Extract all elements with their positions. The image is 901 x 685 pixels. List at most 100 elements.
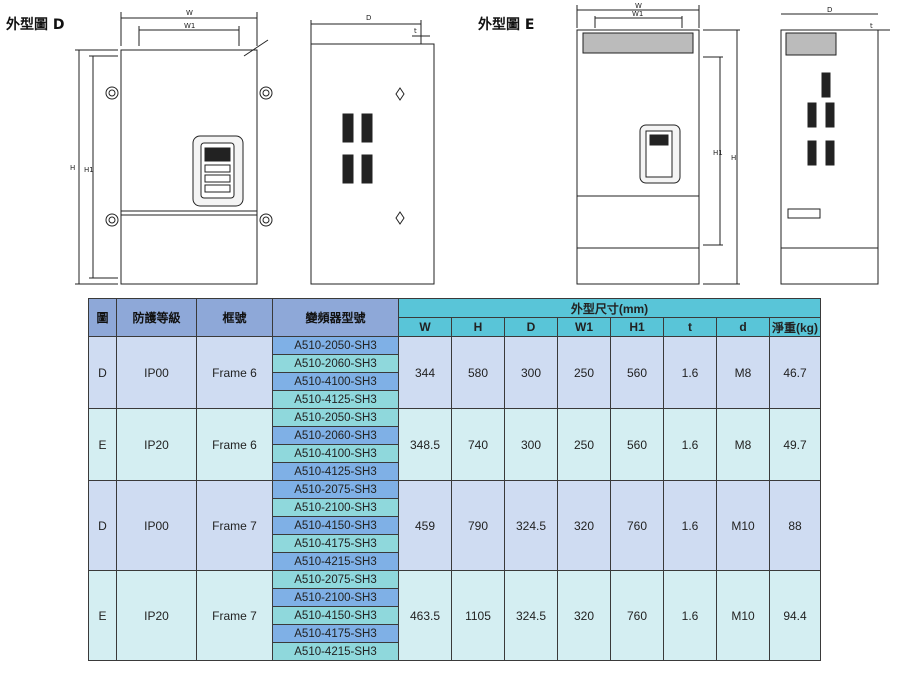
table-row: A510-4150-SH3 bbox=[89, 606, 821, 625]
cell-weight: 49.7 bbox=[769, 408, 821, 481]
figure-d-side-view: D t bbox=[310, 14, 435, 285]
figure-e-front-view: W W1 H H1 bbox=[576, 2, 740, 285]
cell-d: M10 bbox=[716, 480, 770, 571]
cell-protection: IP00 bbox=[116, 480, 197, 571]
cell-frame: Frame 7 bbox=[196, 570, 273, 661]
header-frame: 框號 bbox=[196, 298, 273, 337]
table-row: A510-4175-SH3 bbox=[89, 534, 821, 553]
cell-w1: 320 bbox=[557, 570, 611, 661]
cell-fig: E bbox=[88, 408, 117, 481]
svg-text:H1: H1 bbox=[713, 149, 723, 157]
cell-model: A510-4150-SH3 bbox=[272, 606, 399, 625]
cell-weight: 94.4 bbox=[769, 570, 821, 661]
svg-text:D: D bbox=[827, 6, 832, 14]
header-w1: W1 bbox=[557, 317, 611, 337]
svg-text:H: H bbox=[70, 164, 75, 172]
header-protection: 防護等級 bbox=[116, 298, 197, 337]
cell-model: A510-4125-SH3 bbox=[272, 390, 399, 409]
cell-model: A510-4175-SH3 bbox=[272, 624, 399, 643]
header-model: 變頻器型號 bbox=[272, 298, 399, 337]
cell-model: A510-2060-SH3 bbox=[272, 354, 399, 373]
cell-w: 344 bbox=[398, 336, 452, 409]
cell-model: A510-2100-SH3 bbox=[272, 498, 399, 517]
cell-w: 348.5 bbox=[398, 408, 452, 481]
cell-d: 324.5 bbox=[504, 480, 558, 571]
cell-model: A510-4125-SH3 bbox=[272, 462, 399, 481]
header-t: t bbox=[663, 317, 717, 337]
cell-protection: IP20 bbox=[116, 408, 197, 481]
cell-frame: Frame 7 bbox=[196, 480, 273, 571]
cell-model: A510-2060-SH3 bbox=[272, 426, 399, 445]
cell-model: A510-2100-SH3 bbox=[272, 588, 399, 607]
cell-model: A510-4100-SH3 bbox=[272, 444, 399, 463]
cell-t: 1.6 bbox=[663, 336, 717, 409]
cell-d: M8 bbox=[716, 336, 770, 409]
cell-h1: 760 bbox=[610, 480, 664, 571]
svg-text:W: W bbox=[186, 9, 193, 17]
table-row: A510-2100-SH3 bbox=[89, 588, 821, 607]
table-row: A510-4175-SH3 bbox=[89, 624, 821, 643]
cell-t: 1.6 bbox=[663, 480, 717, 571]
svg-text:W1: W1 bbox=[184, 22, 195, 30]
table-row: A510-4215-SH3 bbox=[89, 552, 821, 571]
cell-d: M8 bbox=[716, 408, 770, 481]
header-weight: 淨重(kg) bbox=[769, 317, 821, 337]
cell-frame: Frame 6 bbox=[196, 408, 273, 481]
table-row: A510-4125-SH3 bbox=[89, 462, 821, 481]
cell-model: A510-4175-SH3 bbox=[272, 534, 399, 553]
cell-h: 740 bbox=[451, 408, 505, 481]
cell-fig: D bbox=[88, 336, 117, 409]
cell-d: 300 bbox=[504, 408, 558, 481]
figure-e-side-view: D t bbox=[780, 6, 890, 285]
table-row: A510-2060-SH3 bbox=[89, 426, 821, 445]
cell-w1: 250 bbox=[557, 408, 611, 481]
cell-h: 580 bbox=[451, 336, 505, 409]
table-row: A510-2100-SH3 bbox=[89, 498, 821, 517]
cell-w1: 250 bbox=[557, 336, 611, 409]
table-row: A510-2060-SH3 bbox=[89, 354, 821, 373]
svg-text:D: D bbox=[366, 14, 371, 22]
svg-text:H: H bbox=[731, 154, 736, 162]
cell-h1: 560 bbox=[610, 408, 664, 481]
cell-w1: 320 bbox=[557, 480, 611, 571]
cell-t: 1.6 bbox=[663, 570, 717, 661]
cell-h: 1105 bbox=[451, 570, 505, 661]
header-w: W bbox=[398, 317, 452, 337]
cell-model: A510-2050-SH3 bbox=[272, 408, 399, 427]
cell-model: A510-2075-SH3 bbox=[272, 480, 399, 499]
cell-fig: E bbox=[88, 570, 117, 661]
cell-protection: IP20 bbox=[116, 570, 197, 661]
header-h1: H1 bbox=[610, 317, 664, 337]
header-d-bolt: d bbox=[716, 317, 770, 337]
svg-text:H1: H1 bbox=[84, 166, 94, 174]
table-row: A510-4215-SH3 bbox=[89, 642, 821, 661]
cell-d: M10 bbox=[716, 570, 770, 661]
figure-d-front-view: W W1 H H1 bbox=[70, 9, 273, 285]
figure-e-label: 外型圖 E bbox=[478, 17, 535, 33]
header-h: H bbox=[451, 317, 505, 337]
table-row: A510-4125-SH3 bbox=[89, 390, 821, 409]
table-row: A510-4100-SH3 bbox=[89, 372, 821, 391]
cell-w: 459 bbox=[398, 480, 452, 571]
cell-weight: 46.7 bbox=[769, 336, 821, 409]
header-fig: 圖 bbox=[88, 298, 117, 337]
cell-protection: IP00 bbox=[116, 336, 197, 409]
cell-fig: D bbox=[88, 480, 117, 571]
header-d: D bbox=[504, 317, 558, 337]
cell-h1: 560 bbox=[610, 336, 664, 409]
cell-model: A510-2075-SH3 bbox=[272, 570, 399, 589]
cell-model: A510-4100-SH3 bbox=[272, 372, 399, 391]
cell-model: A510-2050-SH3 bbox=[272, 336, 399, 355]
cell-d: 324.5 bbox=[504, 570, 558, 661]
cell-d: 300 bbox=[504, 336, 558, 409]
figure-d-label: 外型圖 D bbox=[6, 17, 65, 33]
svg-text:W1: W1 bbox=[632, 10, 643, 18]
cell-model: A510-4215-SH3 bbox=[272, 642, 399, 661]
cell-h: 790 bbox=[451, 480, 505, 571]
svg-text:W: W bbox=[635, 2, 642, 10]
svg-text:t: t bbox=[870, 22, 873, 30]
